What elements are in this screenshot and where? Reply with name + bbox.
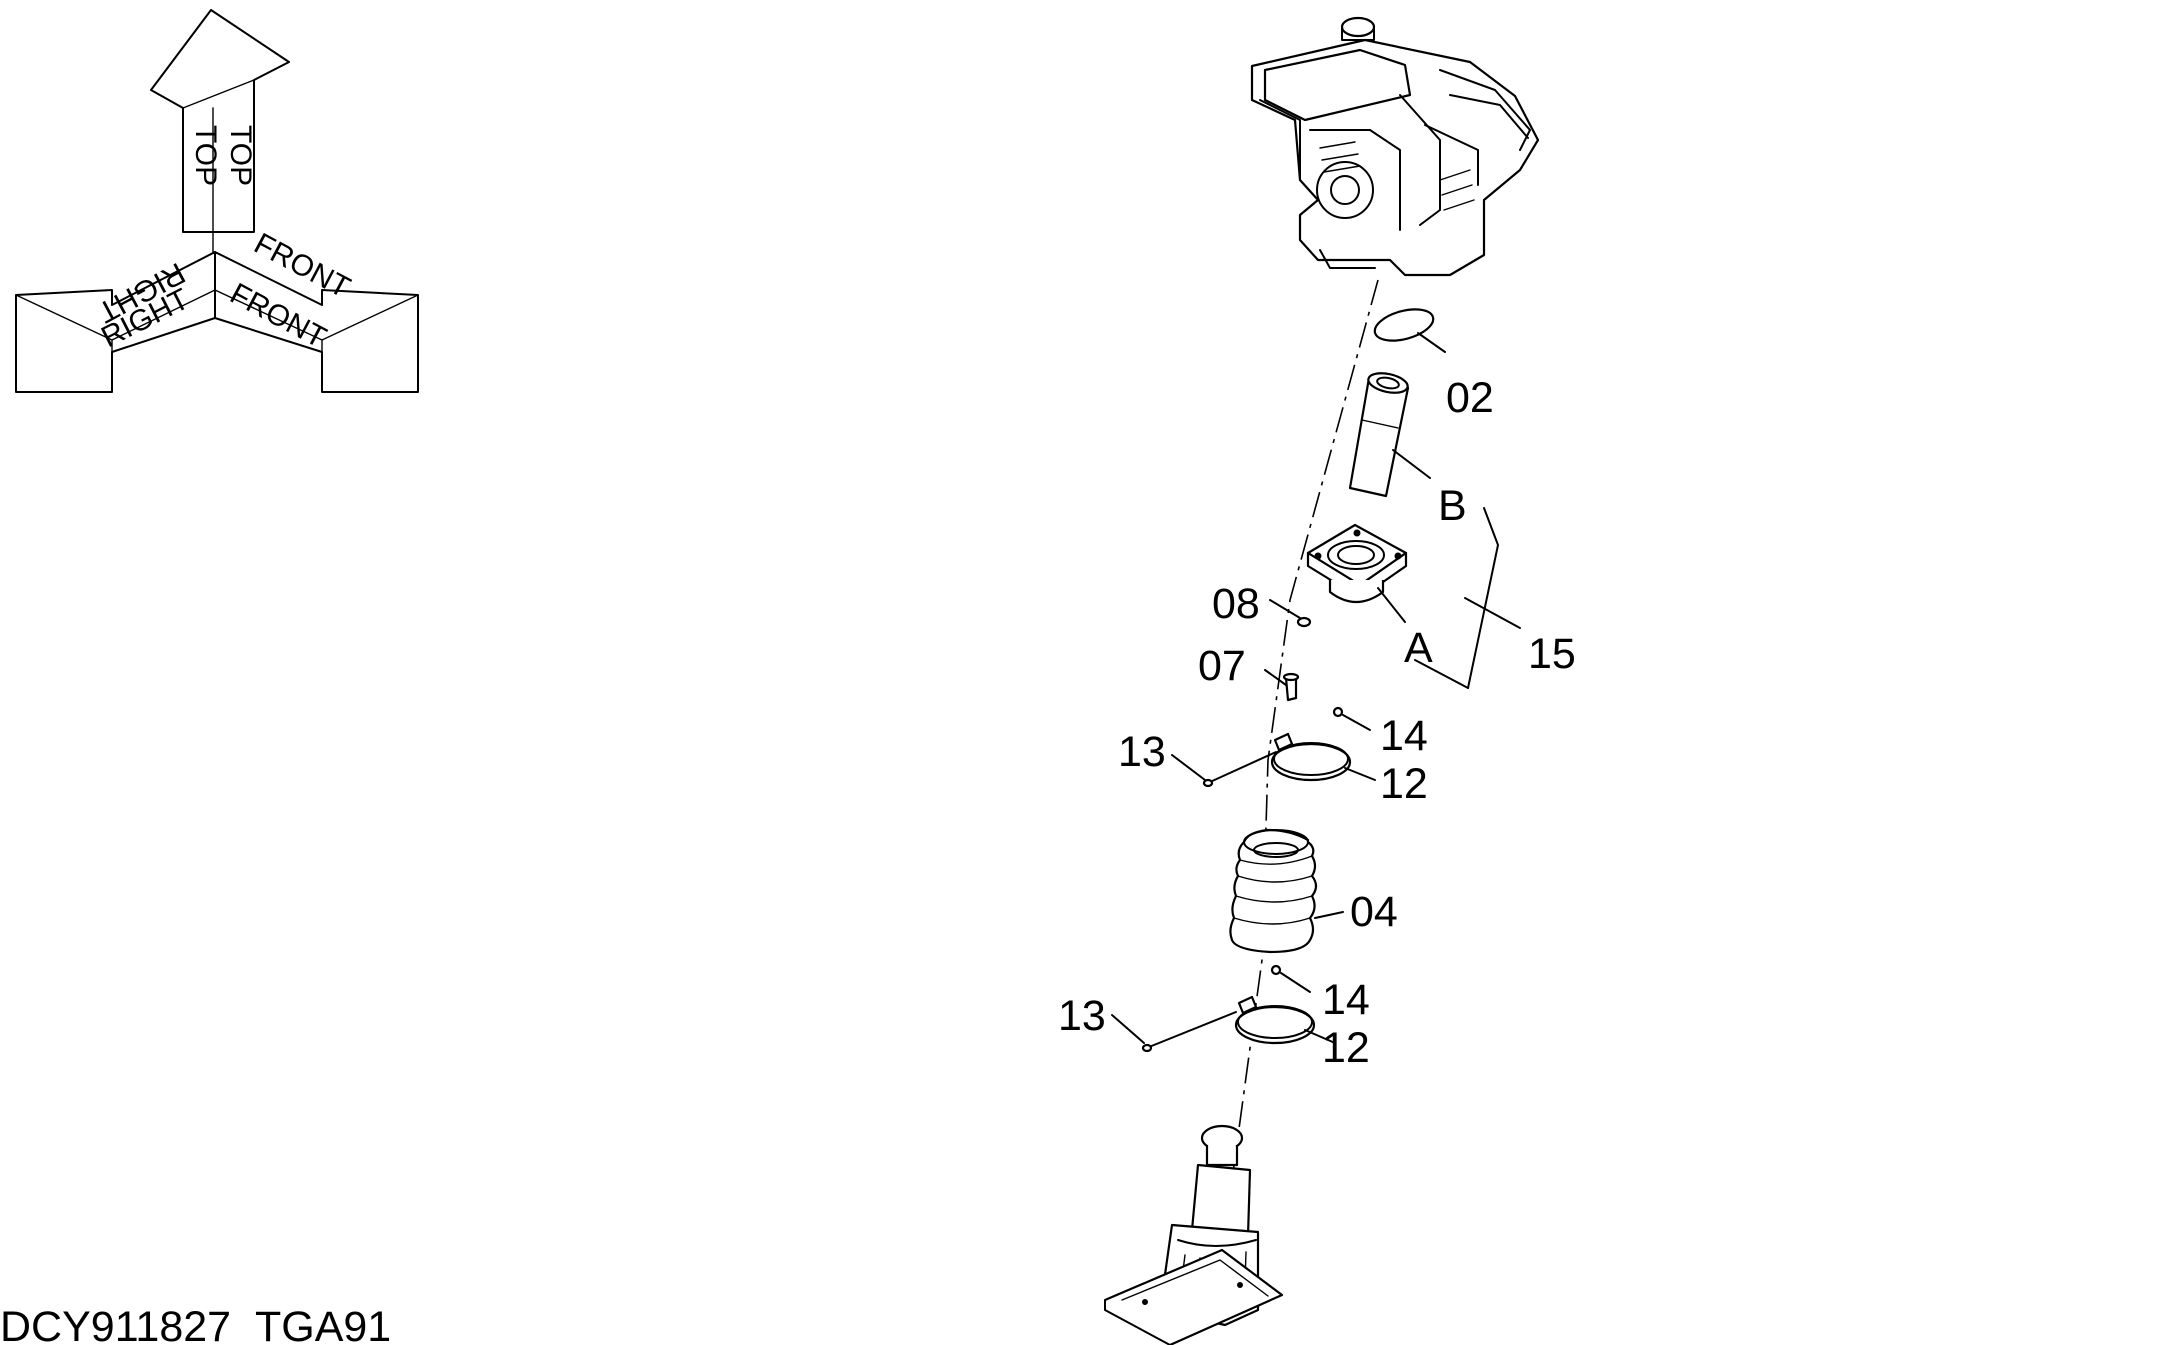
callout-08: 08 [1212,580,1260,628]
part-bolt [1282,672,1300,702]
part-lower-clamp [1234,995,1316,1045]
callout-13-upper: 13 [1118,728,1166,776]
callout-15: 15 [1528,630,1576,678]
callout-12-upper: 12 [1380,760,1428,808]
part-lower-nut [1270,964,1282,976]
part-bellows [1229,828,1318,954]
part-washer [1296,616,1312,628]
callout-02: 02 [1446,374,1494,422]
right-arrow-shape [15,251,216,393]
callout-13-lower: 13 [1058,992,1106,1040]
callout-labels: 02 B 15 08 A 07 14 13 12 04 14 13 12 [1058,374,1576,1072]
part-upper-clamp [1270,732,1352,782]
callout-a: A [1404,624,1433,672]
part-cylinder [1348,372,1410,498]
engine-assembly [1250,16,1540,277]
callout-07: 07 [1198,642,1246,690]
top-label-1: TOP [189,125,222,186]
front-arrow-shape [214,251,419,393]
leader-lines [1111,332,1521,1044]
part-flange [1306,523,1408,604]
callout-14-lower: 14 [1322,976,1370,1024]
part-upper-screw [1202,751,1277,788]
top-label-2: TOP [224,125,257,186]
top-arrow-shape [150,9,290,233]
part-lower-screw [1141,1011,1237,1053]
callout-b: B [1438,482,1467,530]
callout-12-lower: 12 [1322,1024,1370,1072]
drawing-reference-code: DCY911827_TGA91 [0,1303,391,1345]
foot-assembly [1104,1124,1284,1345]
callout-14-upper: 14 [1380,712,1428,760]
orientation-indicator: TOP TOP RIGHT RIGHT FRONT FRONT [15,9,419,393]
part-upper-nut [1332,706,1344,718]
callout-04: 04 [1350,888,1398,936]
